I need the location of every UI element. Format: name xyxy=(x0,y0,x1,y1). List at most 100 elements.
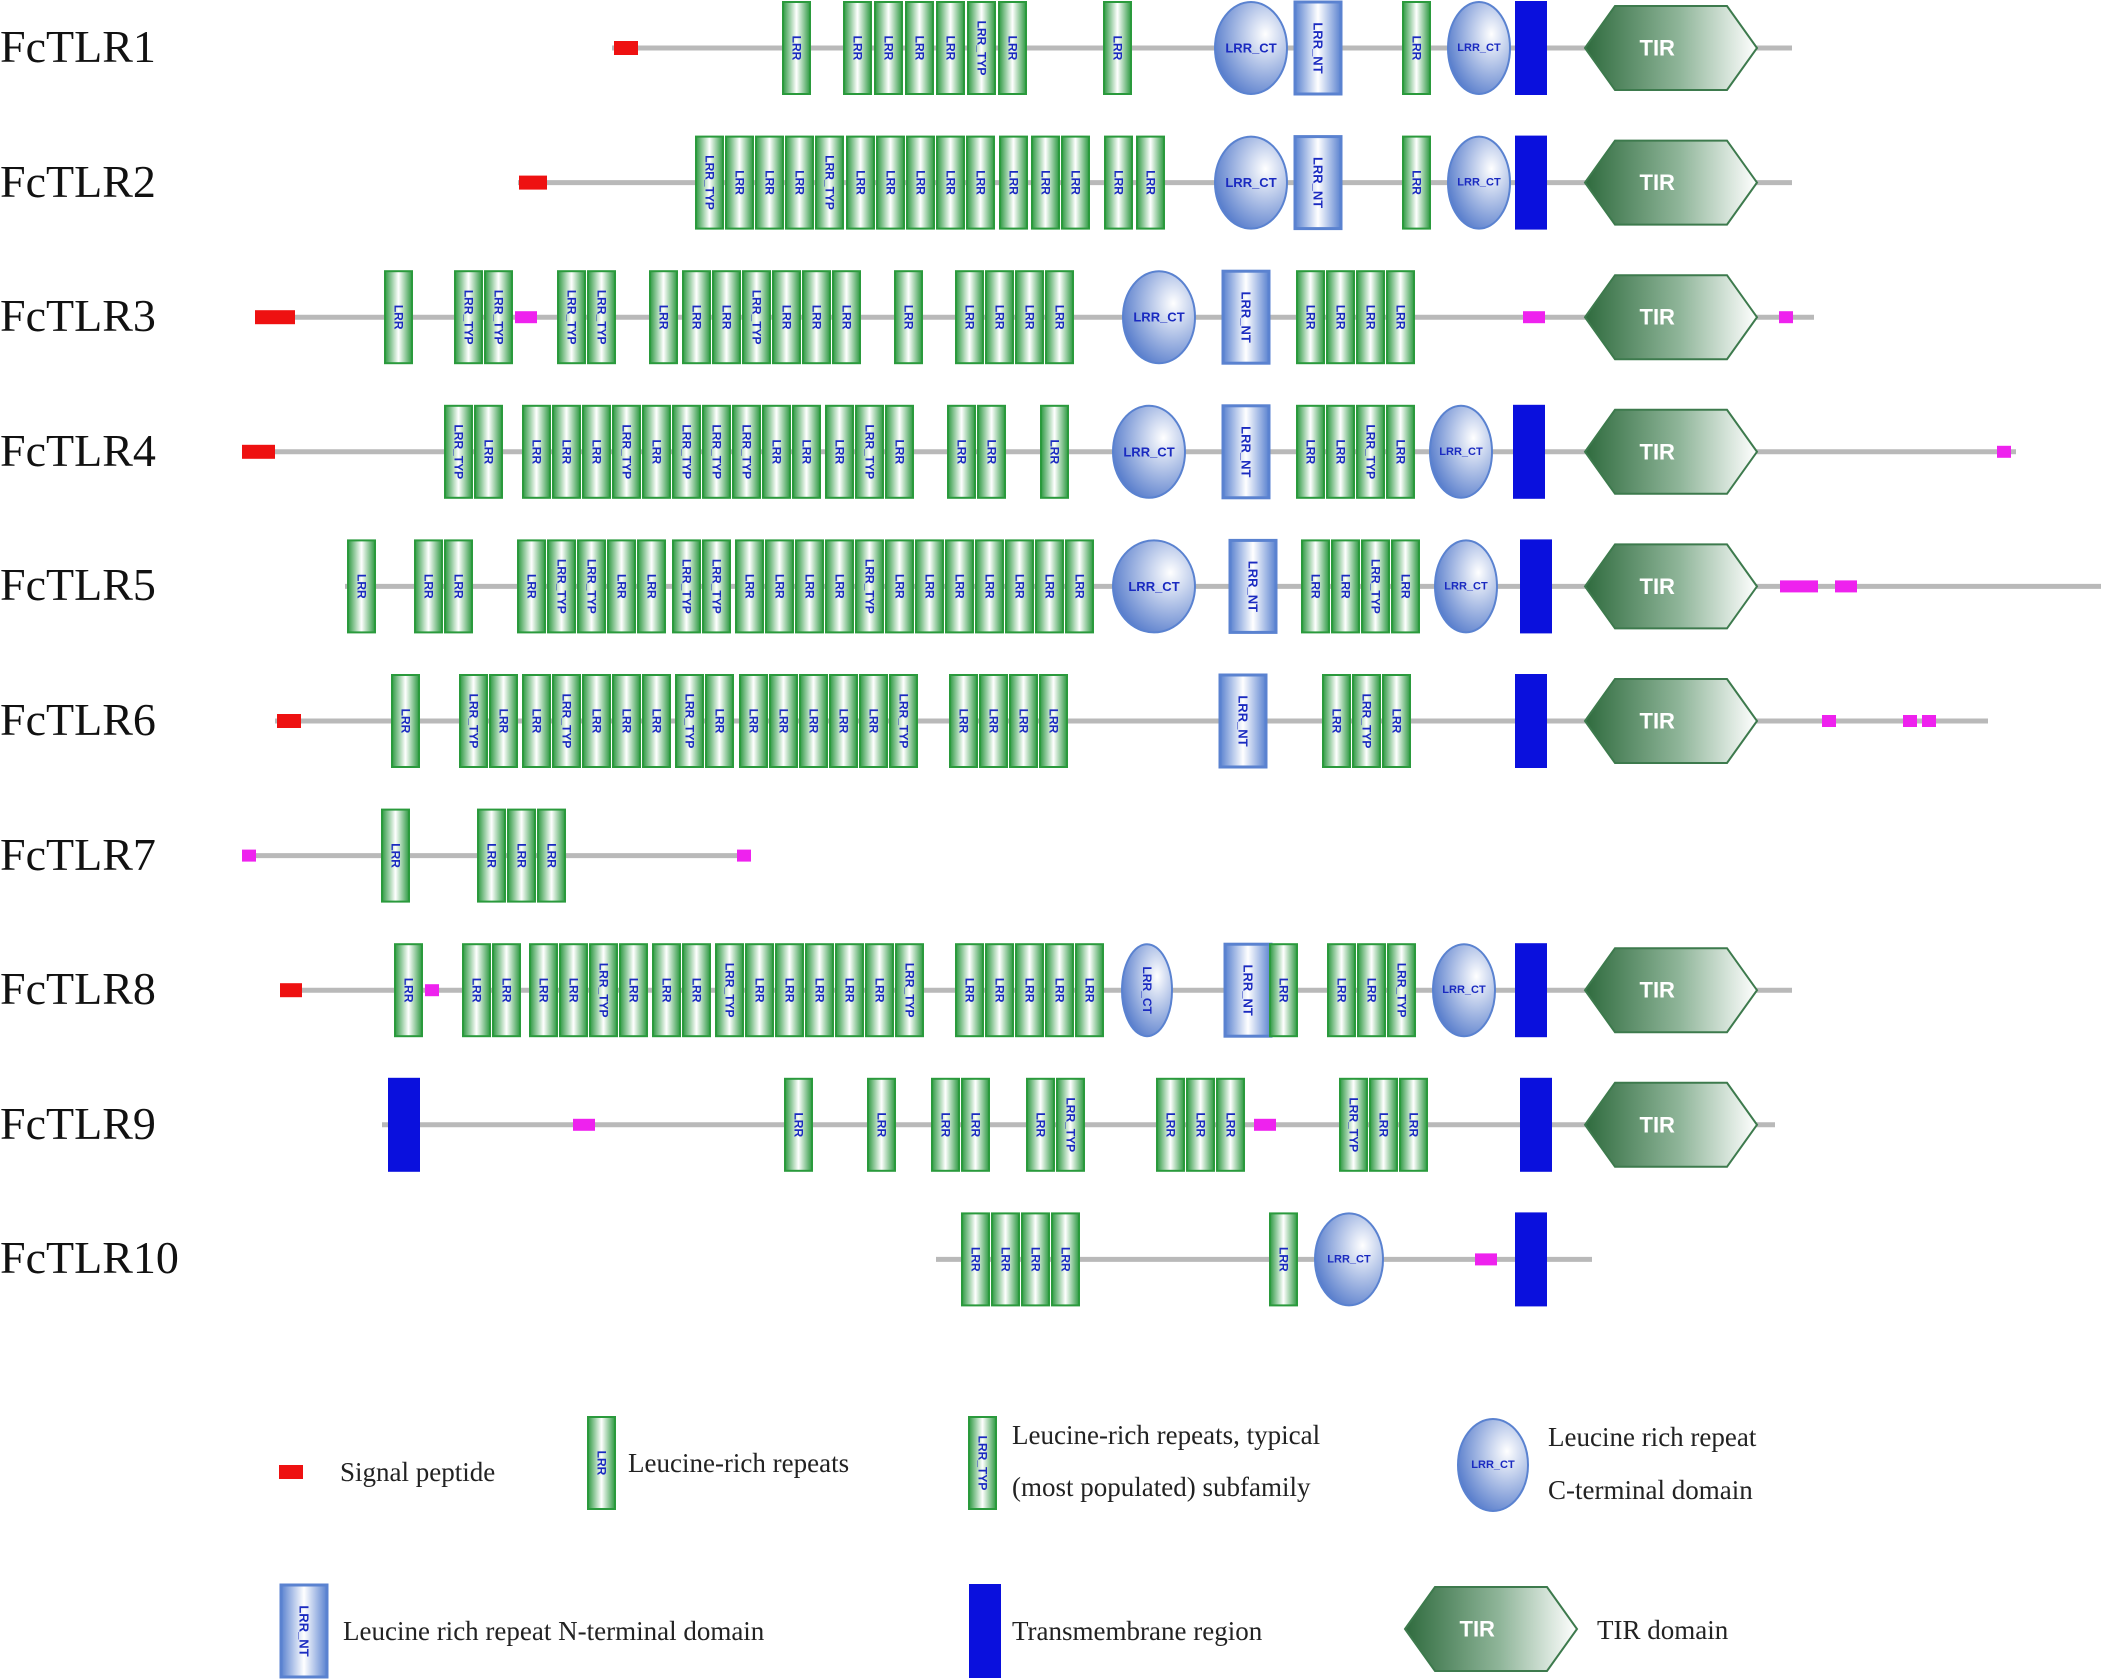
lrr-label: LRR xyxy=(810,305,824,330)
lrr-typ-box xyxy=(552,674,581,768)
lrr-label: LRR xyxy=(615,574,629,599)
lrr-label: LRR xyxy=(402,978,416,1003)
lrr-box xyxy=(1015,943,1044,1038)
low-complexity-mark xyxy=(1997,445,2011,458)
tir-label: TIR xyxy=(1640,709,1676,734)
lrr-label: LRR xyxy=(1023,978,1037,1003)
lrr-typ-domain: LRR_TYP xyxy=(967,1,996,95)
lrr-box xyxy=(1386,270,1415,365)
lrr-domain: LRR xyxy=(462,943,491,1038)
pink-domain xyxy=(1780,580,1818,593)
lrr-domain: LRR xyxy=(1369,1077,1398,1172)
lrr-typ-label: LRR_TYP xyxy=(703,155,717,210)
lrr-box xyxy=(1045,943,1074,1038)
tm-domain xyxy=(1515,1212,1547,1307)
lrr-label: LRR xyxy=(833,574,847,599)
lrr-ct-ellipse xyxy=(1447,135,1511,230)
tir-domain: TIR xyxy=(1583,947,1759,1034)
lrr-label: LRR xyxy=(1277,1247,1291,1272)
lrr-label: LRR xyxy=(452,574,466,599)
lrr-domain: LRR xyxy=(961,1212,990,1307)
lrr-box xyxy=(765,539,794,634)
lrr-box xyxy=(552,404,581,499)
lrr-label: LRR xyxy=(389,843,403,868)
lrr-box xyxy=(559,943,588,1038)
lrr-label: LRR xyxy=(790,36,804,61)
signal-domain xyxy=(242,444,275,459)
lrr-box xyxy=(1039,674,1068,768)
lrr-typ-domain: LRR_TYP xyxy=(672,539,701,634)
lrr-nt-domain: LRR_NT xyxy=(1293,0,1343,96)
lrr-box xyxy=(876,135,905,230)
lrr-domain: LRR xyxy=(802,270,831,365)
lrr-domain: LRR xyxy=(1356,270,1385,365)
lrr-label: LRR xyxy=(1013,574,1027,599)
lrr-label: LRR xyxy=(545,843,559,868)
lrr-domain: LRR xyxy=(582,674,611,768)
low-complexity-mark xyxy=(1254,1118,1276,1131)
lrr-domain: LRR xyxy=(522,674,551,768)
lrr-ct-ellipse xyxy=(1122,270,1196,365)
lrr-nt-domain: LRR_NT xyxy=(1221,404,1271,500)
lrr-typ-domain: LRR_TYP xyxy=(444,404,473,499)
lrr-typ-box xyxy=(889,674,918,768)
lrr-typ-label: LRR_TYP xyxy=(680,424,694,479)
lrr-ct-ellipse xyxy=(1432,943,1496,1038)
lrr-label: LRR xyxy=(1339,574,1353,599)
lrr-typ-box xyxy=(1361,539,1390,634)
lrr-domain: LRR xyxy=(785,135,814,230)
lrr-domain: LRR xyxy=(394,943,423,1038)
lrr-label: LRR xyxy=(650,439,664,464)
tir-hexagon xyxy=(1403,1586,1579,1672)
lrr-box xyxy=(931,1077,960,1172)
lrr-label: LRR xyxy=(963,305,977,330)
lrr-box xyxy=(1402,135,1431,230)
lrr-label: LRR xyxy=(957,709,971,734)
lrr-typ-box xyxy=(967,1,996,95)
tir-label: TIR xyxy=(1640,574,1676,599)
lrr-box xyxy=(517,539,546,634)
tm-domain xyxy=(1520,539,1552,634)
lrr-box xyxy=(792,404,821,499)
lrr-typ-label: LRR_TYP xyxy=(863,559,877,614)
lrr-label: LRR xyxy=(902,305,916,330)
lrr-nt-box xyxy=(1293,0,1343,96)
row-label: FcTLR6 xyxy=(0,694,156,745)
lrr-typ-box xyxy=(484,270,513,365)
lrr-label: LRR xyxy=(733,170,747,195)
tir-hexagon xyxy=(1583,5,1759,91)
lrr-domain: LRR xyxy=(607,539,636,634)
lrr-typ-box xyxy=(547,539,576,634)
lrr-box xyxy=(961,1077,990,1172)
lrr-label: LRR xyxy=(1059,1247,1073,1272)
lrr-box xyxy=(825,404,854,499)
lrr-label: LRR xyxy=(595,1451,609,1476)
lrr-label: LRR xyxy=(1048,439,1062,464)
lrr-nt-box xyxy=(1228,538,1278,634)
tir-domain: TIR xyxy=(1583,1081,1759,1168)
lrr-box xyxy=(725,135,754,230)
lrr-domain: LRR xyxy=(931,1077,960,1172)
low-complexity-mark xyxy=(1822,715,1836,727)
lrr-domain: LRR xyxy=(559,943,588,1038)
lrr-domain: LRR xyxy=(829,674,858,768)
lrr-typ-domain: LRR_TYP xyxy=(557,270,586,365)
lrr-typ-domain: LRR_TYP xyxy=(1056,1077,1085,1172)
lrr-ct-domain: LRR_CT xyxy=(1432,943,1496,1038)
lrr-nt-domain: LRR_NT xyxy=(1293,135,1343,231)
lrr-nt-domain: LRR_NT xyxy=(1223,942,1273,1038)
lrr-ct-label: LRR_CT xyxy=(1123,444,1174,459)
lrr-domain: LRR xyxy=(1065,539,1094,634)
lrr-domain: LRR xyxy=(945,539,974,634)
signal-domain xyxy=(614,41,638,55)
tir-hexagon xyxy=(1583,139,1759,226)
lrr-typ-label: LRR_TYP xyxy=(1369,559,1383,614)
lrr-typ-label: LRR_TYP xyxy=(976,1436,990,1491)
lrr-box xyxy=(642,674,671,768)
lrr-domain: LRR xyxy=(384,270,413,365)
lrr-domain: LRR xyxy=(1021,1212,1050,1307)
tm-domain xyxy=(1515,674,1547,768)
lrr-label: LRR xyxy=(530,439,544,464)
lrr-label: LRR xyxy=(777,709,791,734)
